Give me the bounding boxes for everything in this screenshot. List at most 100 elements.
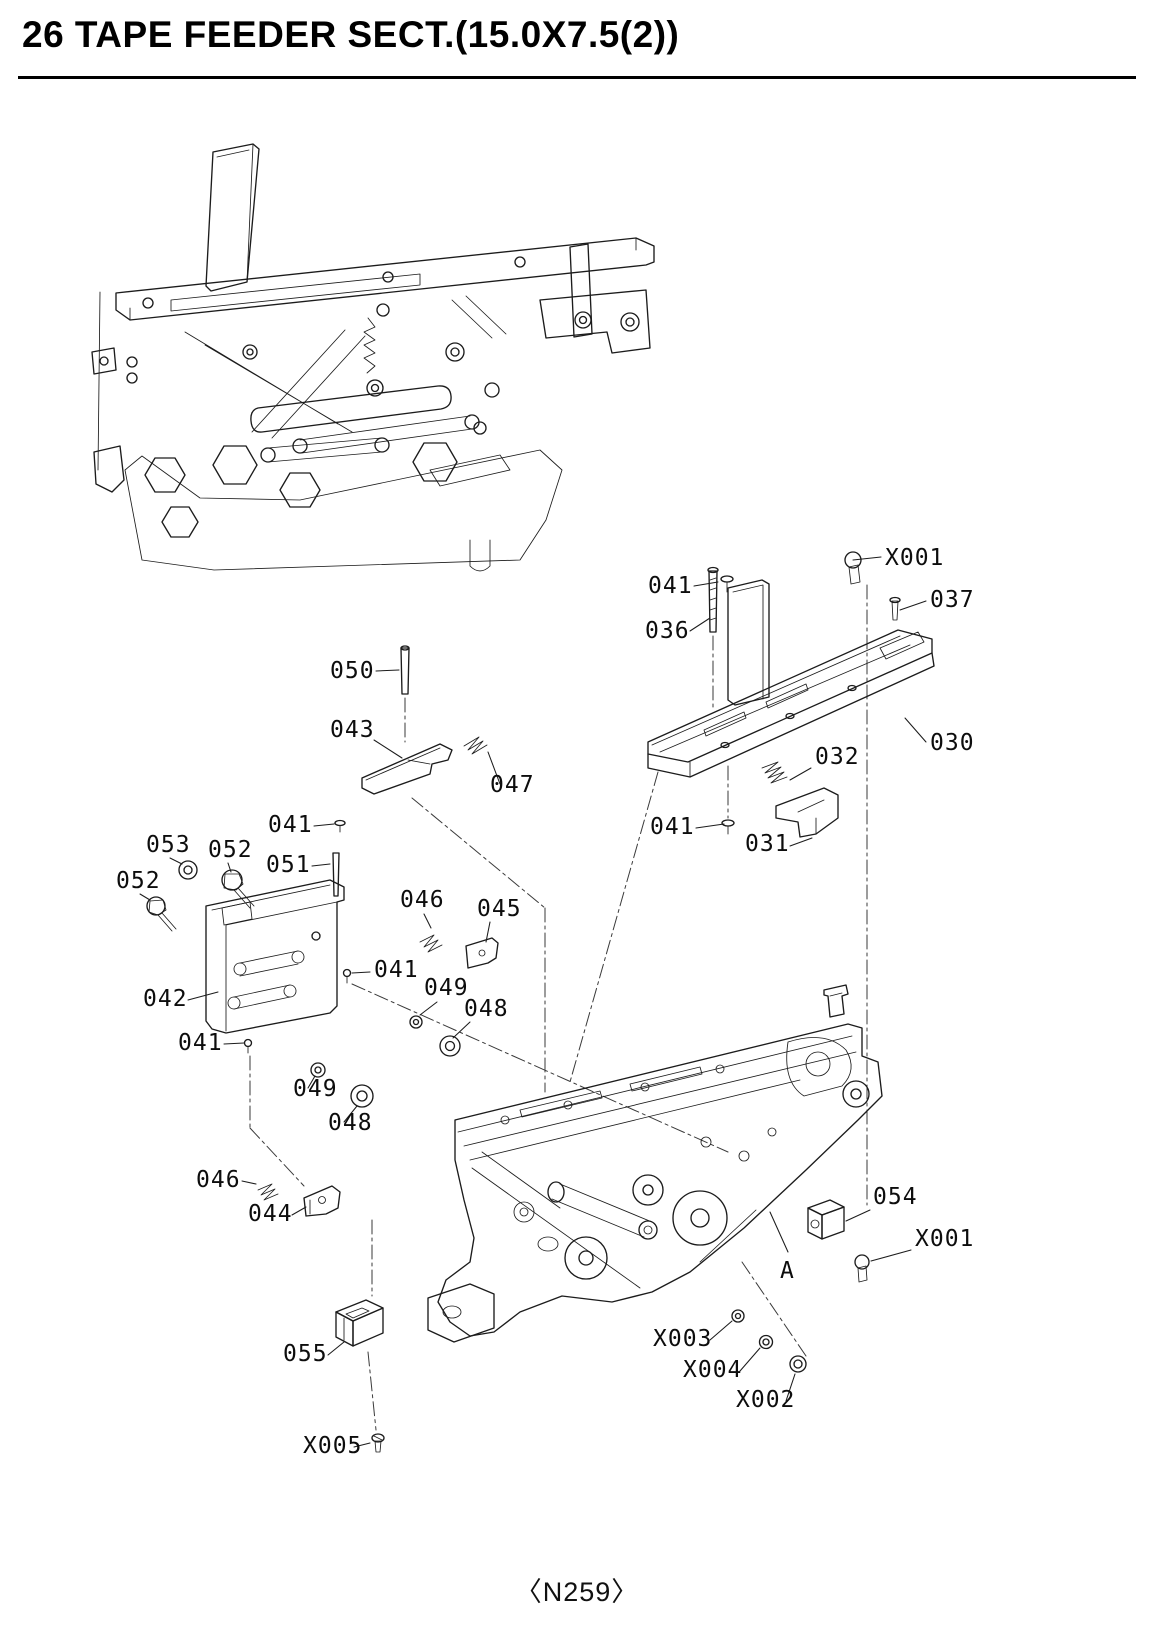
part-callout-052: 052 [208, 837, 253, 863]
part-callout-036: 036 [645, 618, 690, 644]
part-callout-041: 041 [178, 1030, 223, 1056]
leader-line-053 [169, 857, 183, 865]
leader-line-041 [693, 581, 719, 587]
part-041-screw-b [342, 968, 352, 984]
part-036-screw [707, 566, 719, 633]
leader-line-041 [223, 1042, 245, 1045]
part-049-washer-b [310, 1062, 326, 1078]
part-callout-032: 032 [815, 744, 860, 770]
part-callout-045: 045 [477, 896, 522, 922]
part-callout-X004: X004 [683, 1357, 742, 1383]
part-046-spring-a [419, 934, 443, 953]
part-callout-041: 041 [648, 573, 693, 599]
part-047-spring [463, 736, 488, 755]
part-callout-054: 054 [873, 1184, 918, 1210]
part-X001-screw-bottom [854, 1254, 870, 1283]
leader-line-051 [311, 863, 331, 867]
part-callout-030: 030 [930, 730, 975, 756]
part-045-clip [465, 937, 499, 969]
leader-line-055 [327, 1341, 345, 1356]
part-051-pin [332, 852, 340, 897]
part-041-screw-top [720, 575, 734, 593]
part-callout-A: A [780, 1258, 795, 1284]
page-number: 〈N259〉 [514, 1577, 640, 1607]
leader-line-032 [789, 767, 812, 781]
part-052-screw-b [146, 896, 177, 932]
part-callout-053: 053 [146, 832, 191, 858]
part-callout-041: 041 [268, 812, 313, 838]
leader-line-042 [187, 991, 219, 1001]
leader-line-045 [485, 921, 491, 943]
part-041-screw-c [243, 1038, 253, 1054]
leader-line-041 [351, 971, 371, 974]
leader-line-037 [899, 600, 927, 611]
part-callout-048: 048 [328, 1110, 373, 1136]
part-049-washer-a [409, 1015, 423, 1029]
leader-line-050 [375, 669, 400, 672]
part-041-screw-a [334, 819, 346, 833]
part-feeder-assembly-drawing [91, 143, 655, 572]
leader-line-054 [845, 1209, 871, 1222]
leader-line-X002 [785, 1373, 796, 1402]
section-title: 26 TAPE FEEDER SECT.(15.0X7.5(2)) [22, 14, 680, 55]
part-callout-044: 044 [248, 1201, 293, 1227]
part-callout-046: 046 [196, 1167, 241, 1193]
part-X004-washer [758, 1334, 774, 1350]
part-callout-047: 047 [490, 772, 535, 798]
leader-line-043 [373, 739, 403, 759]
leader-line-031 [789, 837, 813, 847]
leader-line-030 [904, 717, 927, 743]
leader-line-X003 [709, 1320, 733, 1341]
part-callout-055: 055 [283, 1341, 328, 1367]
part-031-bracket [775, 787, 839, 838]
leader-line-X004 [739, 1347, 761, 1372]
part-054-block [807, 1199, 845, 1240]
part-callout-041: 041 [374, 957, 419, 983]
leader-line-049 [307, 1075, 316, 1089]
leader-line-048 [452, 1021, 471, 1039]
leader-line-046 [241, 1180, 257, 1185]
part-callout-046: 046 [400, 887, 445, 913]
leader-line-047 [487, 751, 501, 785]
part-callout-042: 042 [143, 986, 188, 1012]
part-X003-washer [731, 1309, 745, 1323]
leader-line-044 [291, 1206, 307, 1216]
part-043-bar [361, 743, 453, 795]
leader-line-A [769, 1211, 789, 1253]
part-callout-X001: X001 [885, 545, 944, 571]
leader-line-048 [343, 1105, 358, 1123]
part-037-pin [889, 596, 901, 621]
part-048-washer-b [350, 1084, 374, 1108]
part-callout-X005: X005 [303, 1433, 362, 1459]
leader-line-049 [419, 1001, 438, 1016]
leader-line-046 [423, 913, 432, 929]
part-041-screw-mid [721, 819, 735, 835]
part-050-pin [400, 645, 410, 695]
leader-line-041 [313, 823, 335, 827]
title-rule [18, 76, 1136, 79]
part-callout-X001: X001 [915, 1226, 974, 1252]
part-callout-041: 041 [650, 814, 695, 840]
leader-line-X001 [852, 556, 882, 561]
part-callout-051: 051 [266, 852, 311, 878]
part-053-washer [178, 860, 198, 880]
part-X001-screw-top [844, 551, 862, 585]
part-callout-049: 049 [424, 975, 469, 1001]
leader-line-036 [689, 617, 711, 632]
leader-line-X005 [353, 1442, 371, 1448]
leader-line-052 [139, 893, 151, 901]
part-X005-screw [371, 1433, 385, 1453]
part-044-clip [303, 1185, 341, 1217]
part-046-spring-b [257, 1183, 279, 1201]
part-callout-050: 050 [330, 658, 375, 684]
part-callout-052: 052 [116, 868, 161, 894]
part-callout-X003: X003 [653, 1326, 712, 1352]
construction-lines [249, 584, 868, 1431]
leader-line-X001 [870, 1249, 912, 1262]
part-032-spring [761, 761, 788, 784]
part-X002-nut [789, 1355, 807, 1373]
part-callout-043: 043 [330, 717, 375, 743]
part-042-bracket [205, 879, 345, 1034]
